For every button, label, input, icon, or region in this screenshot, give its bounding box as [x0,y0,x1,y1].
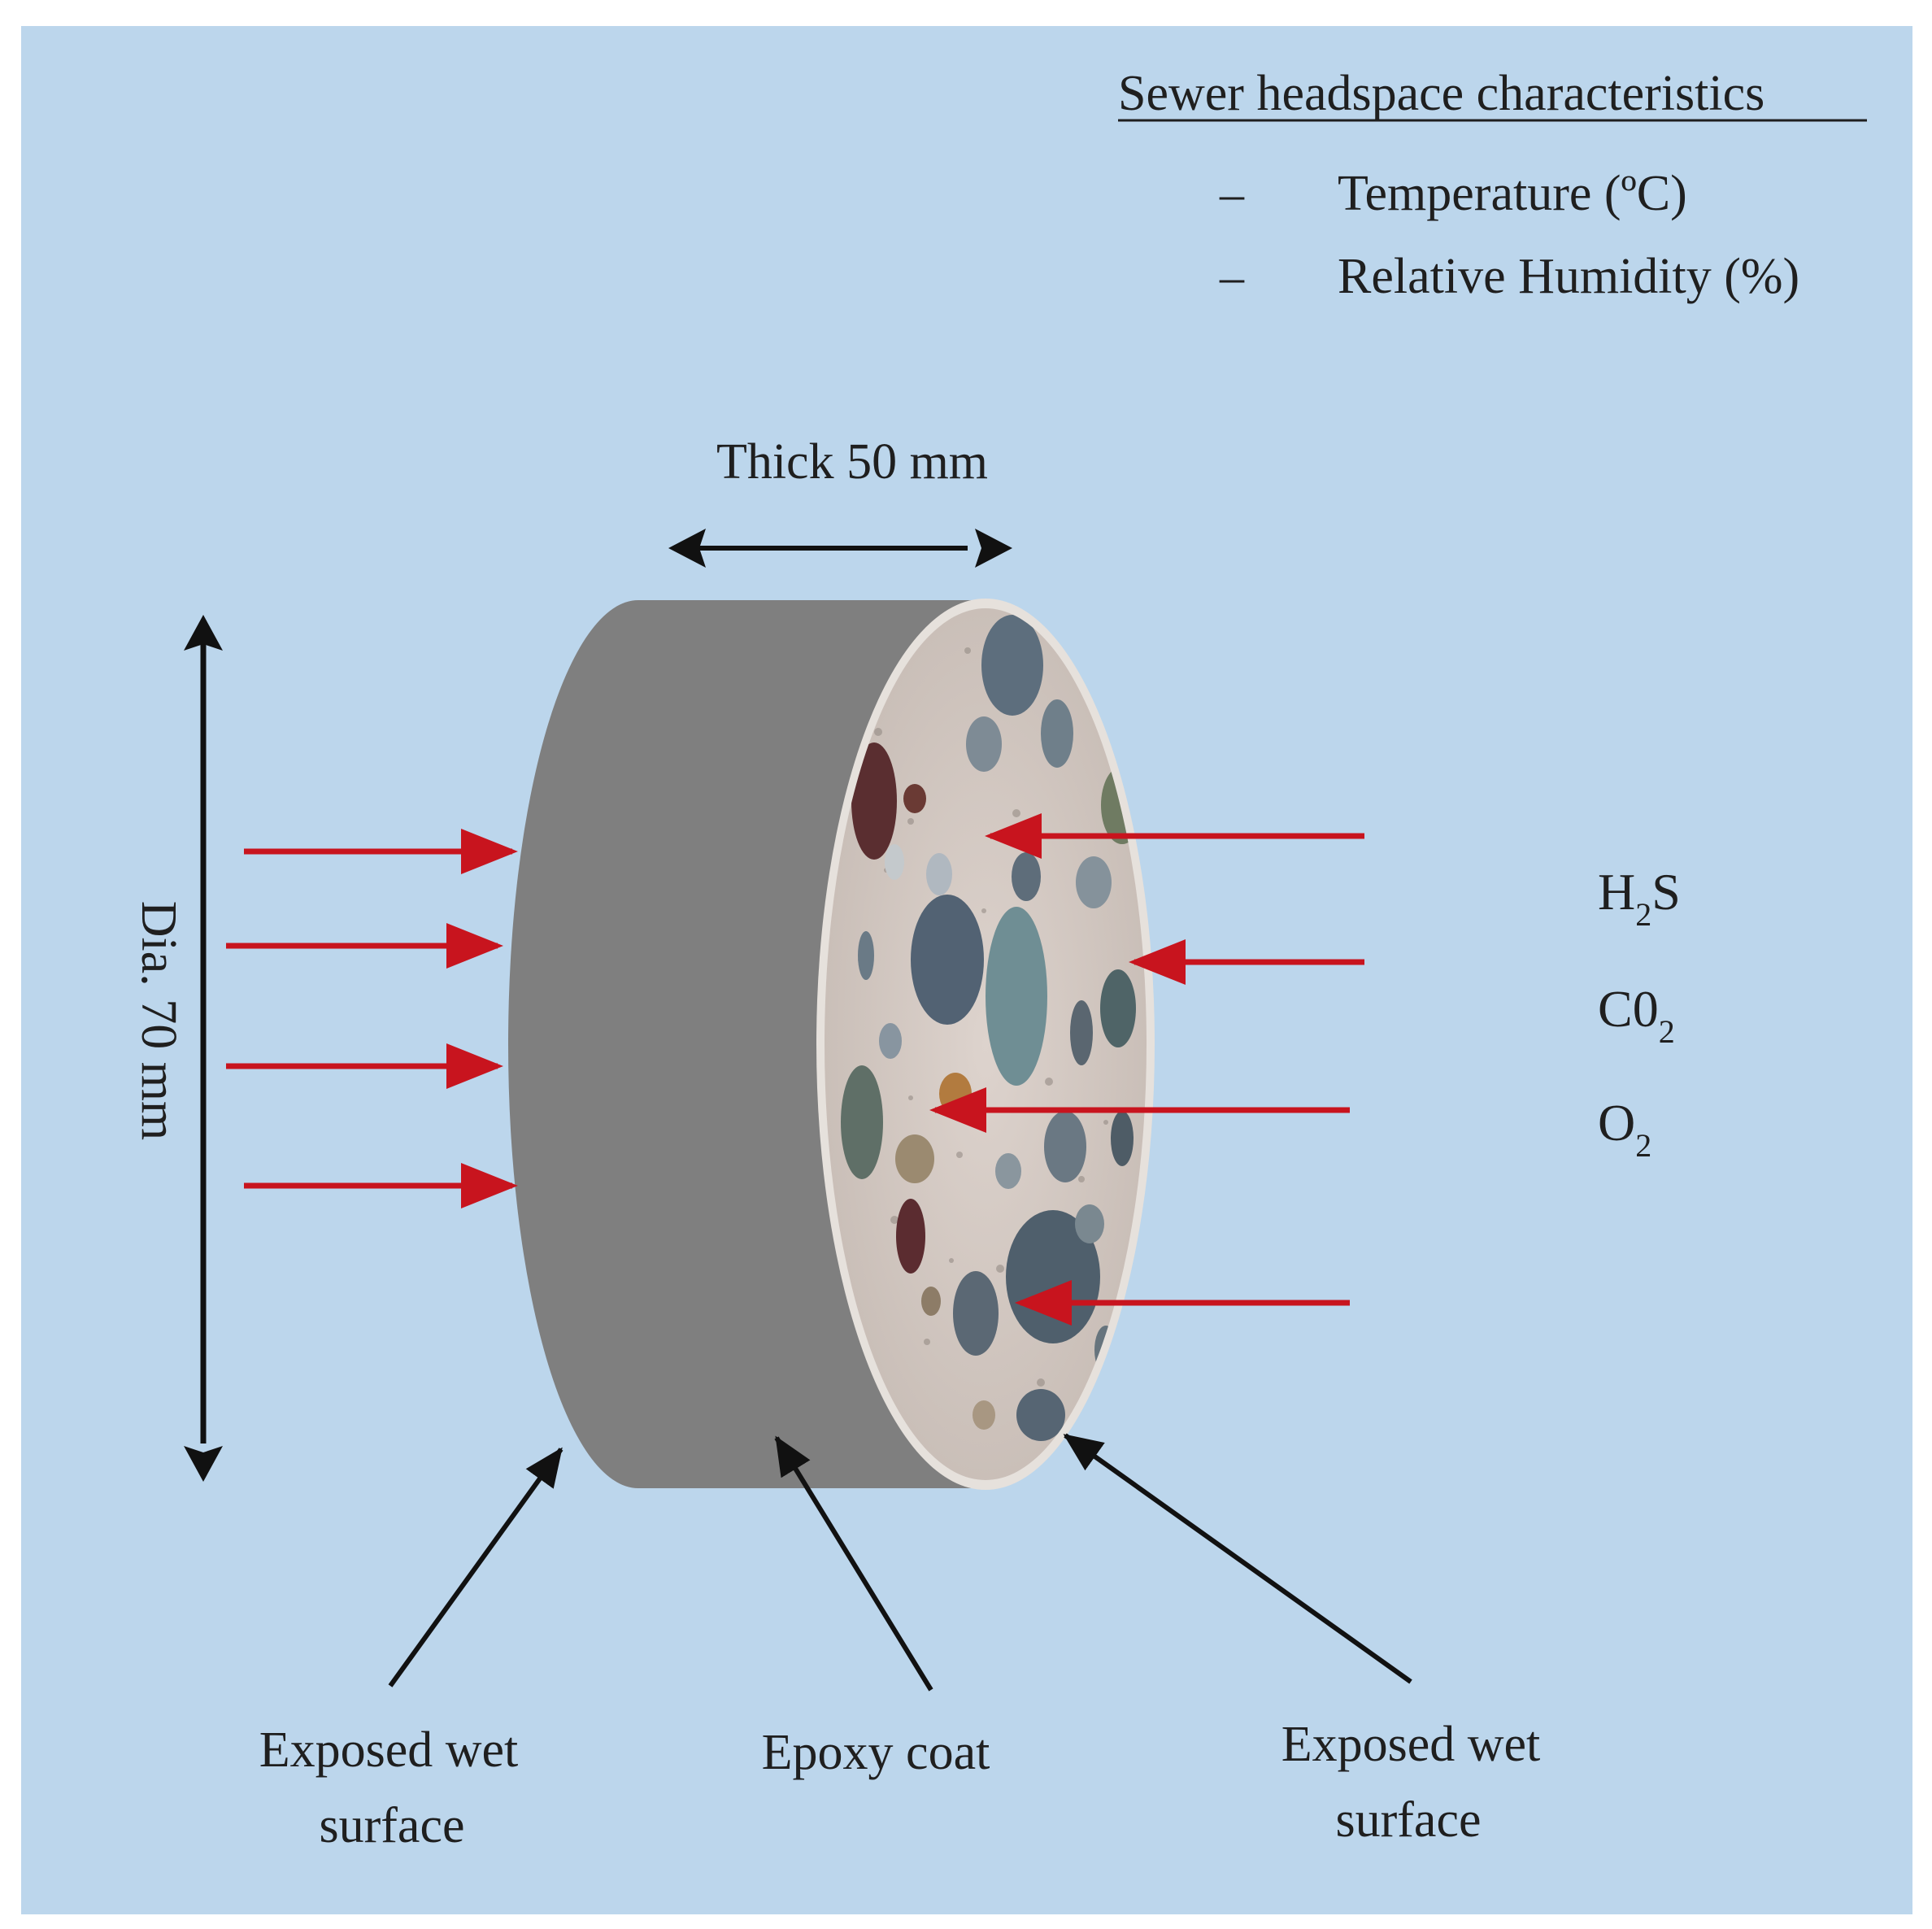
headspace-characteristics: Sewer headspace characteristics – Temper… [1118,66,1867,304]
headspace-bullet-2: – [1219,250,1245,303]
right-surface-label-line1: Exposed wet [1281,1717,1541,1772]
gas-arrows-left [226,829,518,1208]
gas-labels: H2S C02 O2 [1598,863,1681,1164]
headspace-item-temperature: Temperature (ºC) [1338,166,1687,221]
callout-arrow-right-surface [1063,1433,1412,1684]
headspace-title: Sewer headspace characteristics [1118,66,1764,121]
thickness-label: Thick 50 mm [716,434,988,490]
diameter-arrowhead-bottom [184,1446,223,1482]
diameter-label: Dia. 70 mm [131,901,186,1140]
thickness-arrowhead-right [975,529,1012,568]
gas-label-co2: C02 [1598,980,1675,1050]
headspace-bullet-1: – [1219,167,1245,220]
callout-arrows [388,1433,1412,1692]
gas-label-h2s: H2S [1598,863,1681,933]
left-surface-label-line1: Exposed wet [259,1722,519,1778]
thickness-dimension: Thick 50 mm [668,434,1012,568]
aggregate-texture [841,615,1143,1441]
epoxy-coat-label: Epoxy coat [762,1725,990,1780]
callout-arrow-left-surface [388,1447,564,1687]
right-surface-label-line2: surface [1336,1792,1482,1848]
headspace-item-humidity: Relative Humidity (%) [1338,249,1799,304]
callout-arrow-epoxy [774,1435,933,1692]
thickness-arrowhead-left [668,529,706,568]
concrete-cylinder [508,599,1155,1490]
gas-label-o2: O2 [1598,1094,1651,1164]
left-surface-label-line2: surface [320,1798,465,1853]
gas-arrows-right [929,813,1364,1326]
callout-labels: Exposed wet surface Epoxy coat Exposed w… [259,1717,1541,1853]
diameter-arrowhead-top [184,615,223,651]
diameter-dimension: Dia. 70 mm [131,615,223,1482]
